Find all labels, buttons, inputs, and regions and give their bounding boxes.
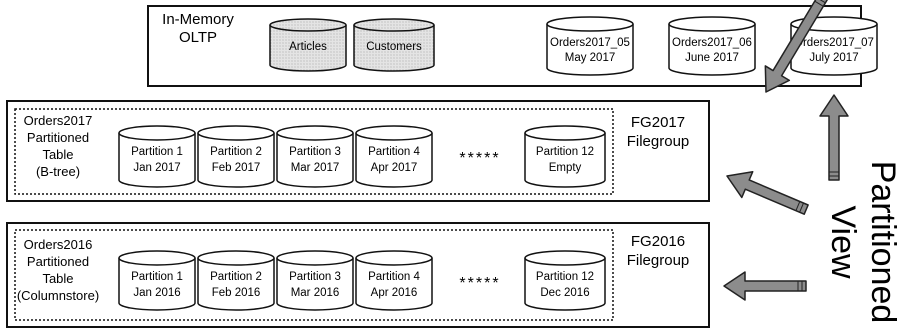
fg2017-partition-12: Partition 12 Empty	[524, 125, 606, 188]
orders2017-07-cylinder: Orders2017_07 July 2017	[790, 16, 878, 76]
fg2016-partition-4: Partition 4 Apr 2016	[355, 250, 433, 311]
partitioned-view-line2: View	[824, 205, 862, 279]
fg2016-table-line3: Table	[42, 271, 73, 286]
partitioned-view-line1: Partitioned	[864, 161, 902, 324]
orders2017-06-month: June 2017	[685, 52, 739, 64]
fg2017-table-boundary	[14, 108, 614, 195]
fg2017-partition-3-month: Mar 2017	[291, 162, 340, 174]
fg2016-partition-2-name: Partition 2	[210, 271, 262, 283]
arrow-to-orders2017-06	[764, 0, 829, 93]
orders2017-06-cylinder: Orders2017_06 June 2017	[668, 16, 756, 76]
orders2017-06-name: Orders2017_06	[672, 37, 752, 49]
fg2016-box: Orders2016 Partitioned Table (Columnstor…	[6, 222, 710, 328]
fg2016-partition-1: Partition 1 Jan 2016	[118, 250, 196, 311]
orders2017-07-name: Orders2017_07	[794, 37, 874, 49]
fg2016-partition-3-name: Partition 3	[289, 271, 341, 283]
fg2017-table-line4: (B-tree)	[36, 164, 80, 179]
fg2017-partition-3-name: Partition 3	[289, 146, 341, 158]
in-memory-oltp-box: In-Memory OLTP Articles Customers Orders…	[147, 5, 878, 87]
customers-table-cylinder: Customers	[353, 18, 435, 72]
fg2016-partition-12-month: Dec 2016	[540, 287, 589, 299]
fg2016-table-line1: Orders2016	[24, 237, 93, 252]
fg2017-partition-4-name: Partition 4	[368, 146, 420, 158]
fg2016-filegroup-name: FG2016	[631, 233, 685, 250]
fg2017-partition-1-month: Jan 2017	[133, 162, 180, 174]
fg2017-box: Orders2017 Partitioned Table (B-tree) Pa…	[6, 100, 710, 202]
fg2016-partition-3-month: Mar 2016	[291, 287, 340, 299]
articles-table-cylinder: Articles	[269, 18, 347, 72]
fg2017-table-line2: Partitioned	[27, 130, 89, 145]
fg2017-table-line1: Orders2017	[24, 113, 93, 128]
fg2017-ellipsis: *****	[459, 150, 500, 167]
fg2016-partition-4-name: Partition 4	[368, 271, 420, 283]
orders2017-05-cylinder: Orders2017_05 May 2017	[546, 16, 634, 76]
fg2016-partition-12: Partition 12 Dec 2016	[524, 250, 606, 311]
orders2017-07-month: July 2017	[809, 52, 858, 64]
fg2017-partition-2-name: Partition 2	[210, 146, 262, 158]
fg2017-partition-2: Partition 2 Feb 2017	[197, 125, 275, 188]
fg2016-partition-4-month: Apr 2016	[371, 287, 418, 299]
fg2016-table-line4: (Columnstore)	[17, 288, 99, 303]
fg2017-filegroup-label: Filegroup	[627, 133, 690, 150]
arrow-from-view-to-fg2017	[726, 170, 809, 215]
fg2017-partition-3: Partition 3 Mar 2017	[276, 125, 354, 188]
fg2017-partition-1-name: Partition 1	[131, 146, 183, 158]
orders2017-05-name: Orders2017_05	[550, 37, 630, 49]
partitioned-view-label: Partitioned View	[824, 161, 902, 324]
fg2016-partition-3: Partition 3 Mar 2016	[276, 250, 354, 311]
fg2017-partition-12-name: Partition 12	[536, 146, 594, 158]
oltp-label-line1: In-Memory	[162, 11, 234, 28]
fg2017-partition-2-month: Feb 2017	[212, 162, 261, 174]
arrow-to-orders2017-07	[819, 94, 849, 181]
fg2017-table-line3: Table	[42, 147, 73, 162]
fg2017-filegroup-name: FG2017	[631, 114, 685, 131]
fg2016-partition-1-name: Partition 1	[131, 271, 183, 283]
fg2016-filegroup-label: Filegroup	[627, 252, 690, 269]
customers-label: Customers	[366, 41, 422, 53]
arrow-from-view-to-fg2016	[723, 271, 807, 301]
fg2016-partition-2-month: Feb 2016	[212, 287, 261, 299]
articles-label: Articles	[289, 41, 327, 53]
oltp-label-line2: OLTP	[179, 29, 217, 46]
fg2016-partition-1-month: Jan 2016	[133, 287, 180, 299]
fg2016-partition-12-name: Partition 12	[536, 271, 594, 283]
fg2016-ellipsis: *****	[459, 275, 500, 292]
fg2017-partition-1: Partition 1 Jan 2017	[118, 125, 196, 188]
fg2017-partition-4: Partition 4 Apr 2017	[355, 125, 433, 188]
fg2017-partition-4-month: Apr 2017	[371, 162, 418, 174]
fg2016-partition-2: Partition 2 Feb 2016	[197, 250, 275, 311]
orders2017-05-month: May 2017	[565, 52, 616, 64]
fg2017-partition-12-status: Empty	[549, 162, 582, 174]
fg2016-table-line2: Partitioned	[27, 254, 89, 269]
